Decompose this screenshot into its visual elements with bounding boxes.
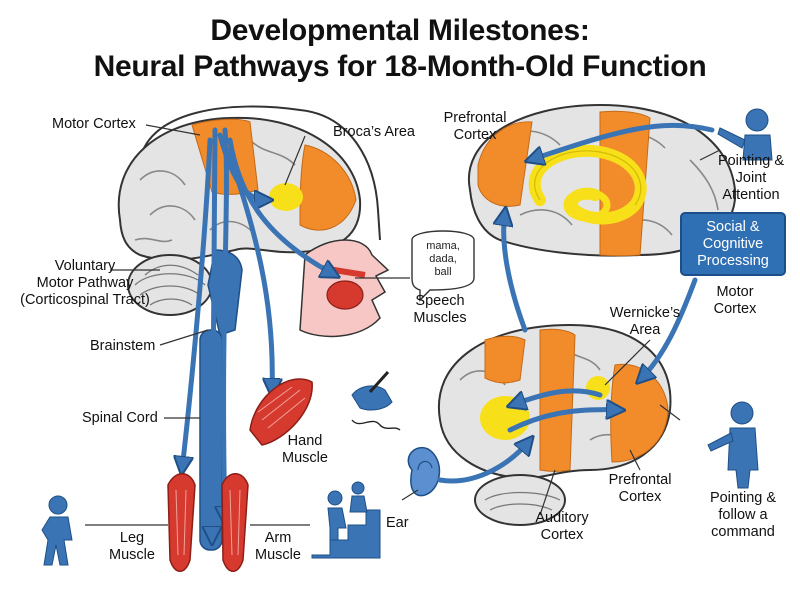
label-pointing-follow-line-2: follow a: [718, 507, 768, 523]
pointing-person-icon: [707, 401, 759, 489]
hand-muscle: [249, 378, 313, 446]
label-pointing-joint-line-1: Pointing &: [717, 153, 785, 169]
title-line-2: Neural Pathways for 18-Month-Old Functio…: [93, 50, 707, 83]
label-auditory-line-1: Auditory: [535, 510, 589, 526]
label-arm-line-1: Arm: [264, 530, 292, 546]
label-prefrontal-top-line-2: Cortex: [453, 127, 497, 143]
label-prefrontal-bottom-line-2: Cortex: [618, 489, 662, 505]
label-voluntary-line-2: Motor Pathway: [36, 275, 134, 291]
speech-bubble-text: mama, dada, ball: [412, 240, 474, 279]
label-auditory-cortex: Auditory Cortex: [522, 510, 602, 544]
label-pointing-joint-line-3: Attention: [722, 187, 780, 203]
brocas-area-spot: [269, 183, 303, 211]
label-prefrontal-top-line-1: Prefrontal: [443, 110, 507, 126]
speech-bubble: [411, 230, 475, 302]
label-arm-muscle: Arm Muscle: [248, 530, 308, 564]
social-cognitive-box: Social & Cognitive Processing: [680, 212, 786, 276]
label-prefrontal-top: Prefrontal Cortex: [435, 110, 515, 144]
label-brocas-area: Broca’s Area: [333, 124, 415, 140]
arm-muscle: [221, 473, 249, 572]
label-motor-cortex-right: Motor Cortex: [700, 284, 770, 318]
label-auditory-line-2: Cortex: [540, 527, 584, 543]
label-voluntary-pathway: Voluntary Motor Pathway (Corticospinal T…: [10, 258, 160, 309]
label-hand-line-1: Hand: [287, 433, 323, 449]
label-leg-line-1: Leg: [119, 530, 145, 546]
right-bottom-strip-2: [539, 328, 576, 472]
right-leader-lines: [401, 149, 721, 516]
ear: [407, 446, 441, 497]
label-pointing-follow-line-3: command: [711, 524, 775, 540]
right-top-brain: [467, 103, 737, 257]
label-pointing-joint-line-2: Joint: [735, 170, 767, 186]
left-brain: [117, 105, 390, 551]
label-hand-muscle: Hand Muscle: [275, 433, 335, 467]
label-leg-line-2: Muscle: [109, 547, 155, 563]
label-arm-line-2: Muscle: [255, 547, 301, 563]
mouth-tongue: [326, 280, 364, 310]
title-line-1: Developmental Milestones:: [210, 14, 590, 47]
muscles: [167, 378, 313, 572]
walking-child-icon: [41, 495, 73, 566]
pointing-person-icon: [717, 108, 773, 161]
label-leg-muscle: Leg Muscle: [102, 530, 162, 564]
label-pointing-follow-line-1: Pointing &: [709, 490, 777, 506]
bubble-word-3: ball: [434, 266, 452, 278]
corticospinal-pathways: [182, 127, 335, 540]
label-hand-line-2: Muscle: [282, 450, 328, 466]
label-pointing-follow: Pointing & follow a command: [696, 490, 790, 541]
label-prefrontal-bottom: Prefrontal Cortex: [600, 472, 680, 506]
social-box-line-2: Cognitive: [702, 235, 764, 252]
stair-climbing-icon: [311, 481, 381, 559]
label-prefrontal-bottom-line-1: Prefrontal: [608, 472, 672, 488]
bubble-word-2: dada,: [429, 253, 457, 265]
label-voluntary-line-1: Voluntary: [54, 258, 116, 274]
label-wernickes-line-1: Wernicke’s: [609, 305, 681, 321]
label-wernickes-area: Wernicke’s Area: [600, 305, 690, 339]
hand-writing-icon: [351, 370, 401, 431]
label-speech-line-1: Speech: [415, 293, 465, 309]
label-voluntary-line-3: (Corticospinal Tract): [20, 292, 150, 308]
label-ear: Ear: [386, 515, 409, 531]
social-box-line-3: Processing: [697, 252, 769, 269]
label-motor-cortex-left: Motor Cortex: [52, 116, 136, 132]
right-top-prefrontal: [477, 121, 533, 207]
label-motor-right-line-2: Cortex: [713, 301, 757, 317]
label-speech-line-2: Muscles: [413, 310, 467, 326]
left-leader-lines: [85, 124, 410, 526]
left-brocas-orange: [299, 144, 357, 231]
label-brainstem: Brainstem: [90, 338, 156, 354]
label-motor-right-line-1: Motor: [716, 284, 754, 300]
right-bottom-brain: [407, 323, 672, 526]
label-speech-muscles: Speech Muscles: [405, 293, 475, 327]
right-bottom-strip-1: [484, 335, 526, 384]
bubble-word-1: mama,: [426, 240, 460, 252]
social-box-line-1: Social &: [706, 218, 760, 235]
right-pathways: [437, 122, 715, 484]
label-spinal-cord: Spinal Cord: [82, 410, 158, 426]
leg-muscle: [167, 473, 196, 572]
label-wernickes-line-2: Area: [629, 322, 661, 338]
label-pointing-joint: Pointing & Joint Attention: [705, 153, 797, 204]
